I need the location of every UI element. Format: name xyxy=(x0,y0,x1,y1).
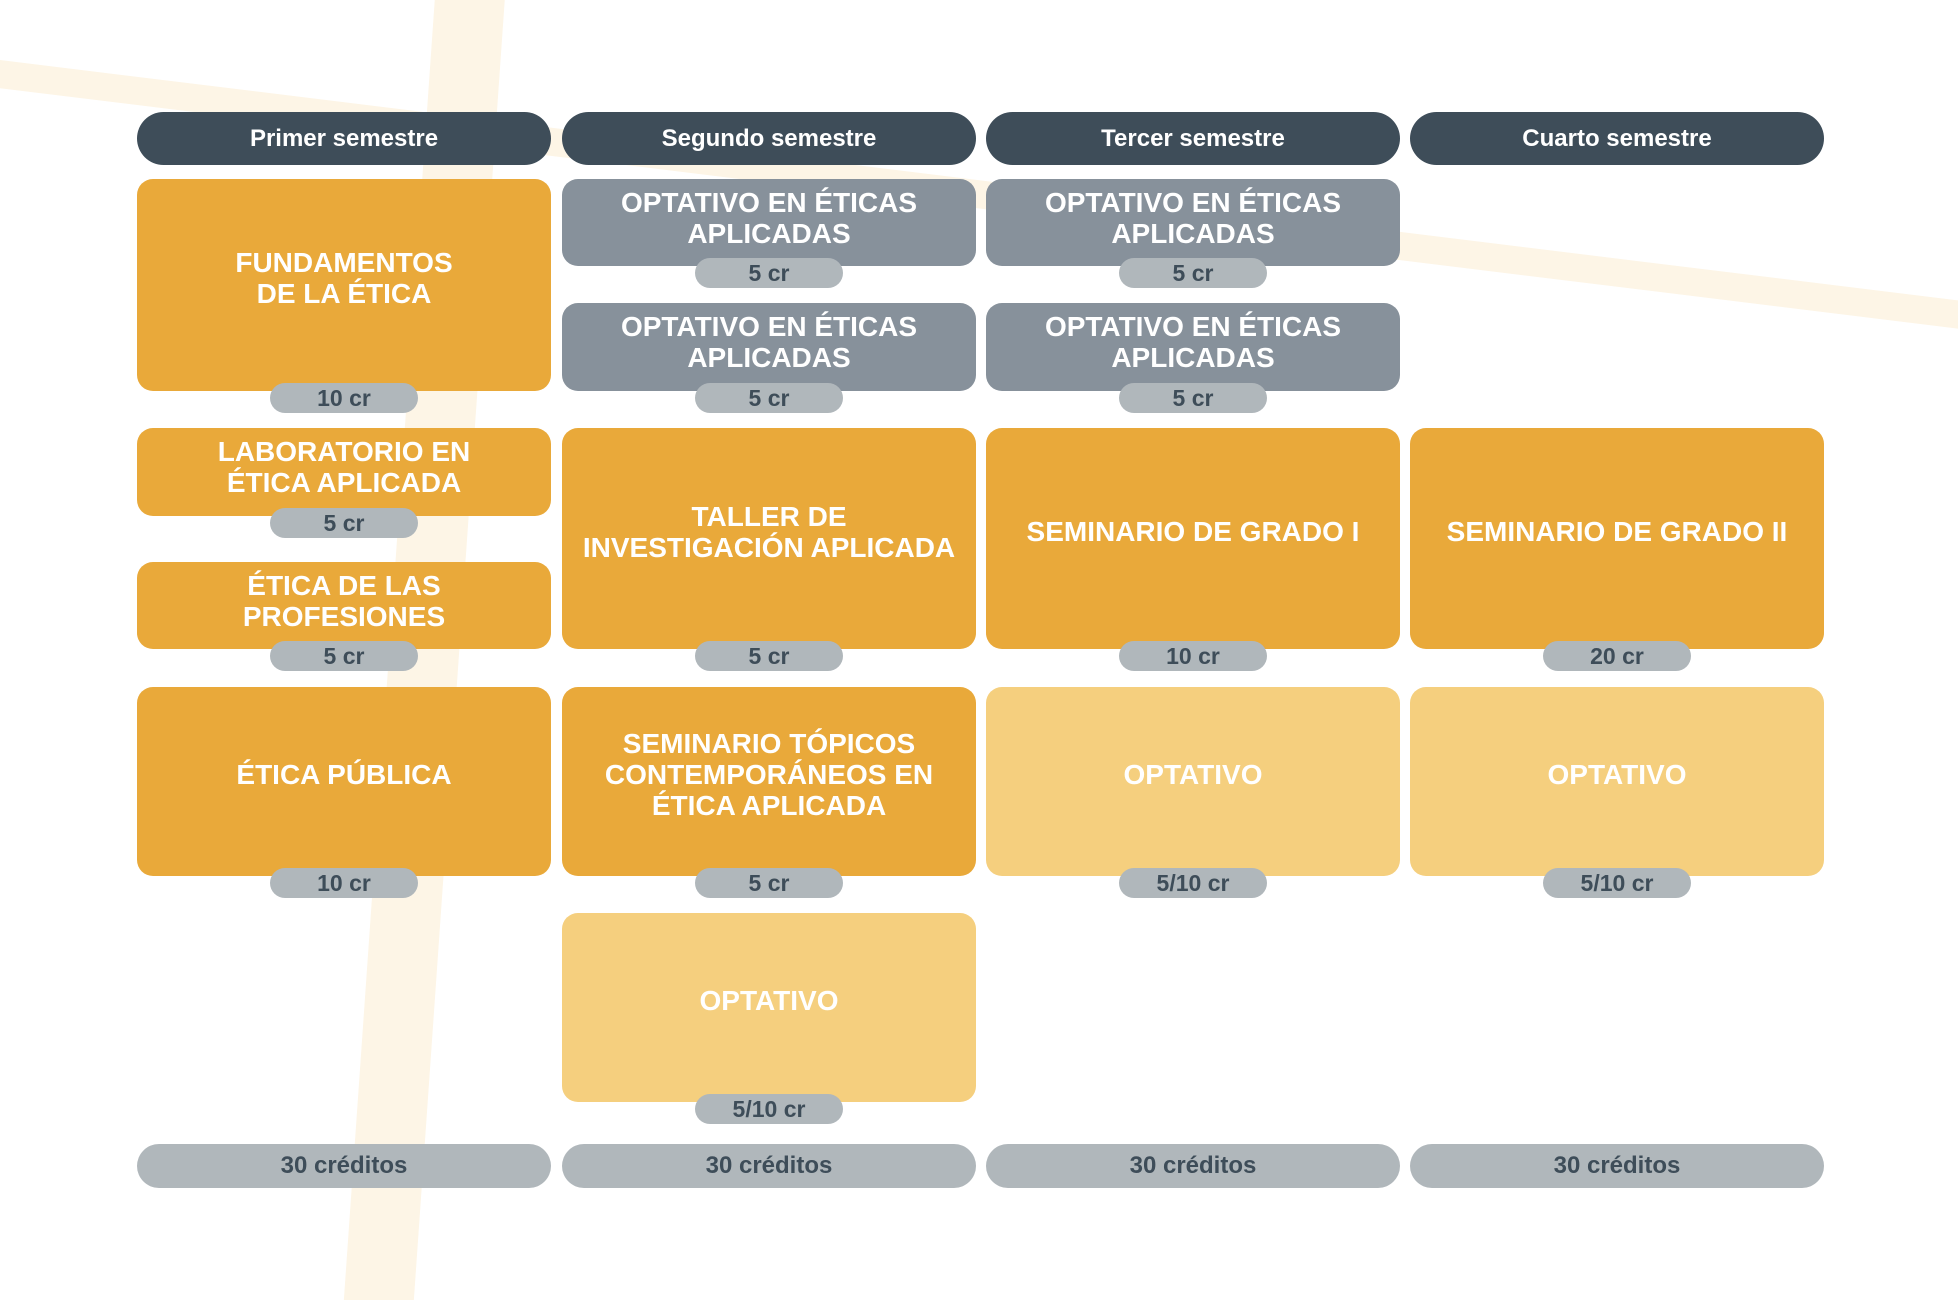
course-card: ÉTICA PÚBLICA xyxy=(137,687,551,876)
credit-badge: 5/10 cr xyxy=(695,1094,843,1124)
credit-badge: 10 cr xyxy=(1119,641,1267,671)
credit-badge: 5 cr xyxy=(695,641,843,671)
credit-badge: 5 cr xyxy=(695,383,843,413)
course-card: OPTATIVO xyxy=(986,687,1400,876)
course-card: SEMINARIO TÓPICOS CONTEMPORÁNEOS EN ÉTIC… xyxy=(562,687,976,876)
semester-total-credits: 30 créditos xyxy=(1410,1144,1824,1188)
semester-total-credits: 30 créditos xyxy=(562,1144,976,1188)
course-card: OPTATIVO xyxy=(562,913,976,1102)
credit-badge: 20 cr xyxy=(1543,641,1691,671)
credit-badge: 5 cr xyxy=(270,641,418,671)
course-card: OPTATIVO EN ÉTICAS APLICADAS xyxy=(562,303,976,391)
course-card: TALLER DE INVESTIGACIÓN APLICADA xyxy=(562,428,976,649)
credit-badge: 5 cr xyxy=(270,508,418,538)
course-card: LABORATORIO EN ÉTICA APLICADA xyxy=(137,428,551,516)
course-card: OPTATIVO xyxy=(1410,687,1824,876)
credit-badge: 10 cr xyxy=(270,868,418,898)
semester-header: Primer semestre xyxy=(137,112,551,165)
credit-badge: 10 cr xyxy=(270,383,418,413)
credit-badge: 5 cr xyxy=(695,258,843,288)
course-card: OPTATIVO EN ÉTICAS APLICADAS xyxy=(986,179,1400,266)
semester-header: Tercer semestre xyxy=(986,112,1400,165)
course-card: ÉTICA DE LAS PROFESIONES xyxy=(137,562,551,649)
course-card: SEMINARIO DE GRADO II xyxy=(1410,428,1824,649)
course-card: FUNDAMENTOS DE LA ÉTICA xyxy=(137,179,551,391)
credit-badge: 5 cr xyxy=(1119,258,1267,288)
semester-header: Cuarto semestre xyxy=(1410,112,1824,165)
semester-header: Segundo semestre xyxy=(562,112,976,165)
course-card: SEMINARIO DE GRADO I xyxy=(986,428,1400,649)
semester-total-credits: 30 créditos xyxy=(986,1144,1400,1188)
course-card: OPTATIVO EN ÉTICAS APLICADAS xyxy=(562,179,976,266)
credit-badge: 5 cr xyxy=(1119,383,1267,413)
semester-total-credits: 30 créditos xyxy=(137,1144,551,1188)
credit-badge: 5/10 cr xyxy=(1543,868,1691,898)
credit-badge: 5/10 cr xyxy=(1119,868,1267,898)
course-card: OPTATIVO EN ÉTICAS APLICADAS xyxy=(986,303,1400,391)
credit-badge: 5 cr xyxy=(695,868,843,898)
